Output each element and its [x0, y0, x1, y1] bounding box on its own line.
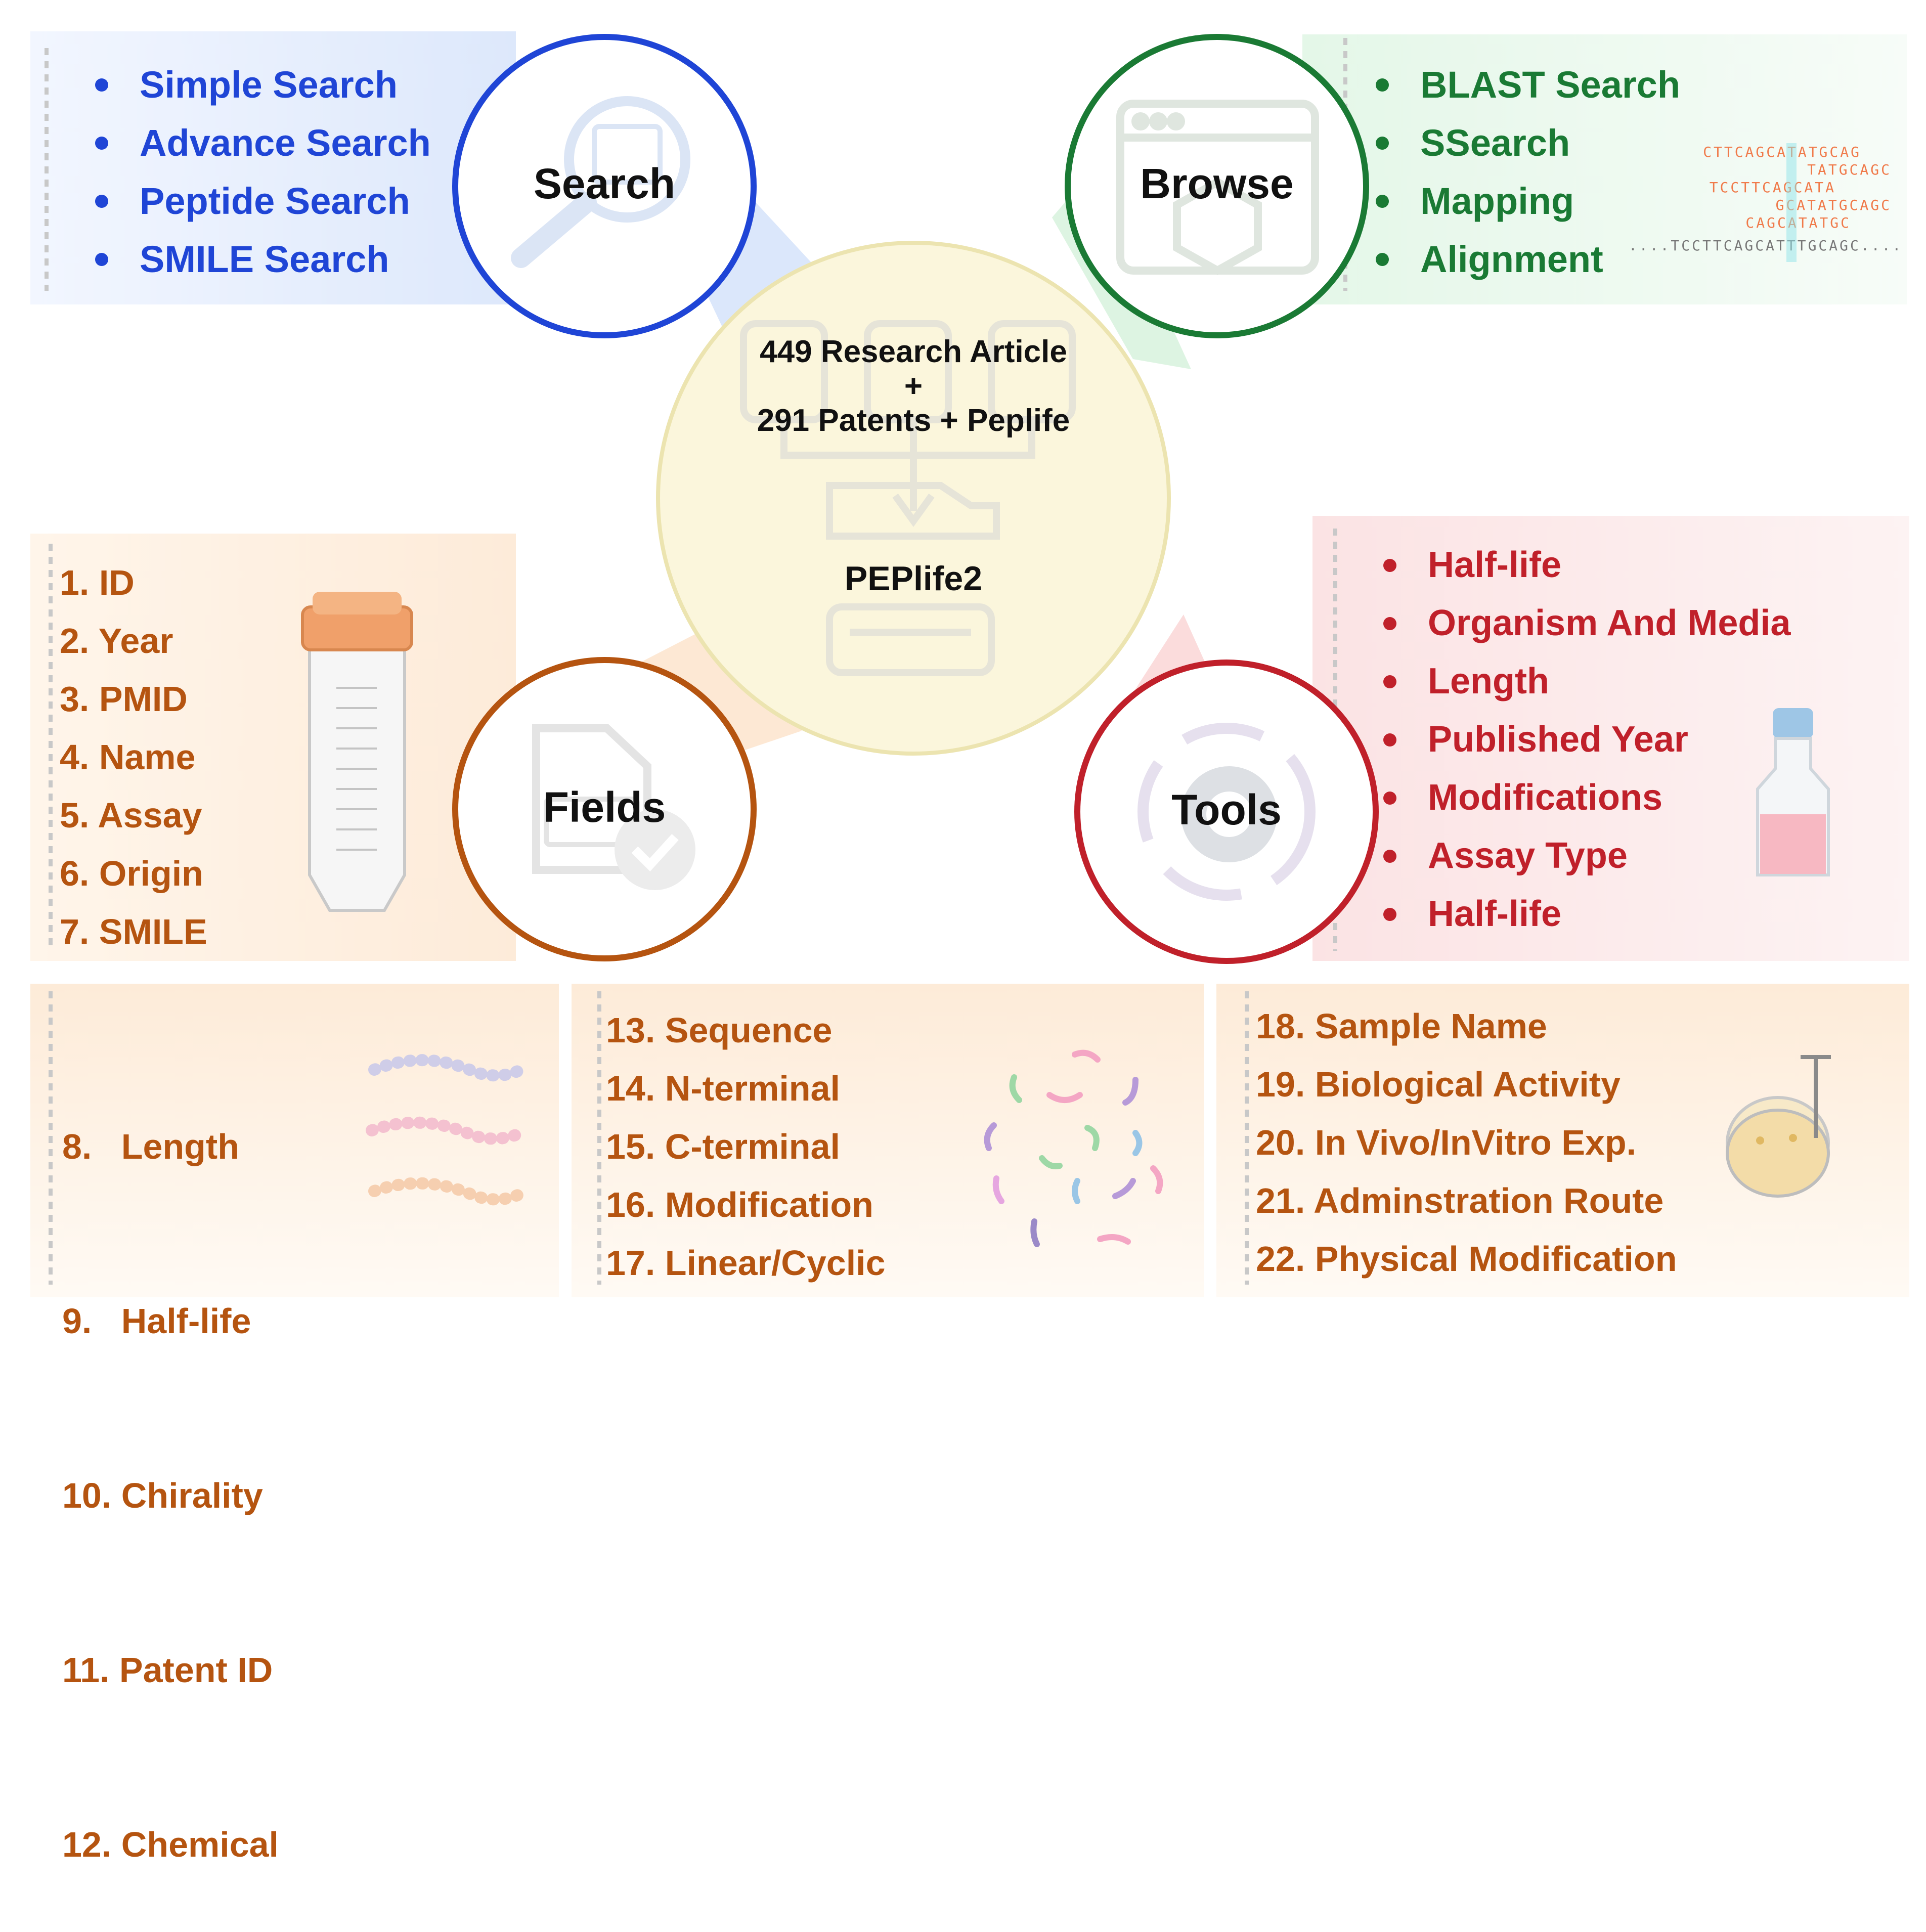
sequence-fragment-icons	[984, 1049, 1163, 1247]
browser-window-icon	[1116, 100, 1319, 276]
field-item: 22. Physical Modification	[1256, 1239, 1677, 1279]
tool-option[interactable]: Length	[1383, 652, 1790, 711]
document-check-icon	[532, 724, 695, 890]
test-tube-icon	[301, 592, 413, 912]
tool-option[interactable]: Half-life	[1383, 885, 1790, 943]
field-item: 10. Chirality	[62, 1476, 263, 1515]
tool-option[interactable]: Published Year	[1383, 711, 1790, 769]
search-option[interactable]: SMILE Search	[95, 230, 431, 288]
field-item: 12. Chemical	[62, 1825, 279, 1864]
field-item: 13. Sequence	[606, 1011, 833, 1050]
fields-list: 1. ID 2. Year 3. PMID 4. Name 5. Assay 6…	[60, 554, 207, 961]
field-item: 8. Length	[62, 1127, 239, 1166]
field-item: 17. Linear/Cyclic	[606, 1243, 886, 1283]
alignment-row: ....TCCTTCAGCATTTGCAGC....	[1629, 237, 1903, 254]
field-item: 9. Half-life	[62, 1301, 251, 1341]
alignment-row: GCATATGCAGC	[1775, 197, 1892, 213]
search-options: Simple Search Advance Search Peptide Sea…	[95, 56, 431, 288]
field-item: 3. PMID	[60, 679, 188, 719]
diagram-canvas	[30, 31, 1909, 1297]
search-option[interactable]: Peptide Search	[95, 172, 431, 230]
search-option[interactable]: Simple Search	[95, 56, 431, 114]
source-summary: 449 Research Article + 291 Patents + Pep…	[711, 335, 1116, 438]
search-option[interactable]: Advance Search	[95, 114, 431, 172]
source-plus: +	[904, 369, 923, 404]
documents-icon	[740, 320, 1076, 676]
bottom-panel-1	[30, 984, 559, 1297]
field-item: 19. Biological Activity	[1256, 1065, 1621, 1104]
search-title: Search	[533, 160, 676, 207]
alignment-row: TCCTTCAGCATA	[1709, 179, 1836, 196]
alignment-highlight	[1786, 143, 1797, 262]
tool-option[interactable]: Assay Type	[1383, 827, 1790, 885]
field-item: 7. SMILE	[60, 912, 207, 951]
field-item: 21. Adminstration Route	[1256, 1181, 1664, 1220]
gear-cycle-icon	[1137, 723, 1316, 901]
field-item: 2. Year	[60, 621, 173, 661]
field-item: 15. C-terminal	[606, 1127, 840, 1166]
fields-panel	[30, 534, 516, 961]
flask-icon	[1756, 708, 1830, 876]
fields-node	[452, 657, 757, 961]
browse-option[interactable]: Alignment	[1376, 230, 1680, 288]
browse-option[interactable]: SSearch	[1376, 114, 1680, 172]
magnifier-icon	[511, 96, 690, 268]
fields-title: Fields	[543, 783, 666, 831]
field-item: 18. Sample Name	[1256, 1006, 1547, 1046]
bottom-fields-col2: 13. Sequence 14. N-terminal 15. C-termin…	[606, 1001, 886, 1292]
field-item: 4. Name	[60, 737, 196, 777]
field-item: 6. Origin	[60, 854, 203, 893]
tool-option[interactable]: Organism And Media	[1383, 594, 1790, 652]
alignment-row: TATGCAGC	[1807, 161, 1892, 178]
browse-title: Browse	[1140, 160, 1294, 207]
bottom-fields-col1: 8. Length 9. Half-life 10. Chirality 11.…	[62, 1001, 279, 1932]
database-name: PEPlife2	[844, 559, 983, 598]
browse-option[interactable]: BLAST Search	[1376, 56, 1680, 114]
tools-title: Tools	[1171, 786, 1282, 833]
tool-option[interactable]: Modifications	[1383, 769, 1790, 827]
source-articles: 449 Research Article	[760, 334, 1067, 369]
search-panel	[30, 31, 516, 304]
alignment-row: CAGCATATGC	[1745, 214, 1851, 231]
bottom-fields-col3: 18. Sample Name 19. Biological Activity …	[1256, 997, 1677, 1288]
field-item: 16. Modification	[606, 1185, 873, 1224]
field-item: 14. N-terminal	[606, 1069, 840, 1108]
tools-options: Half-life Organism And Media Length Publ…	[1383, 536, 1790, 943]
browse-option[interactable]: Mapping	[1376, 172, 1680, 230]
tool-option[interactable]: Half-life	[1383, 536, 1790, 594]
field-item: 1. ID	[60, 563, 135, 602]
peptide-chain-icons	[366, 1054, 527, 1206]
source-patents: 291 Patents + Peplife	[757, 403, 1070, 438]
browse-panel	[1302, 34, 1907, 304]
browse-options: BLAST Search SSearch Mapping Alignment	[1376, 56, 1680, 288]
field-item: 11. Patent ID	[62, 1650, 273, 1690]
field-item: 20. In Vivo/InVitro Exp.	[1256, 1123, 1637, 1162]
field-item: 5. Assay	[60, 796, 202, 835]
alignment-art: CTTCAGCATATGCAG TATGCAGC TCCTTCAGCATA GC…	[1629, 143, 1903, 254]
petri-dish-icon	[1726, 1055, 1831, 1198]
alignment-row: CTTCAGCATATGCAG	[1703, 144, 1861, 160]
